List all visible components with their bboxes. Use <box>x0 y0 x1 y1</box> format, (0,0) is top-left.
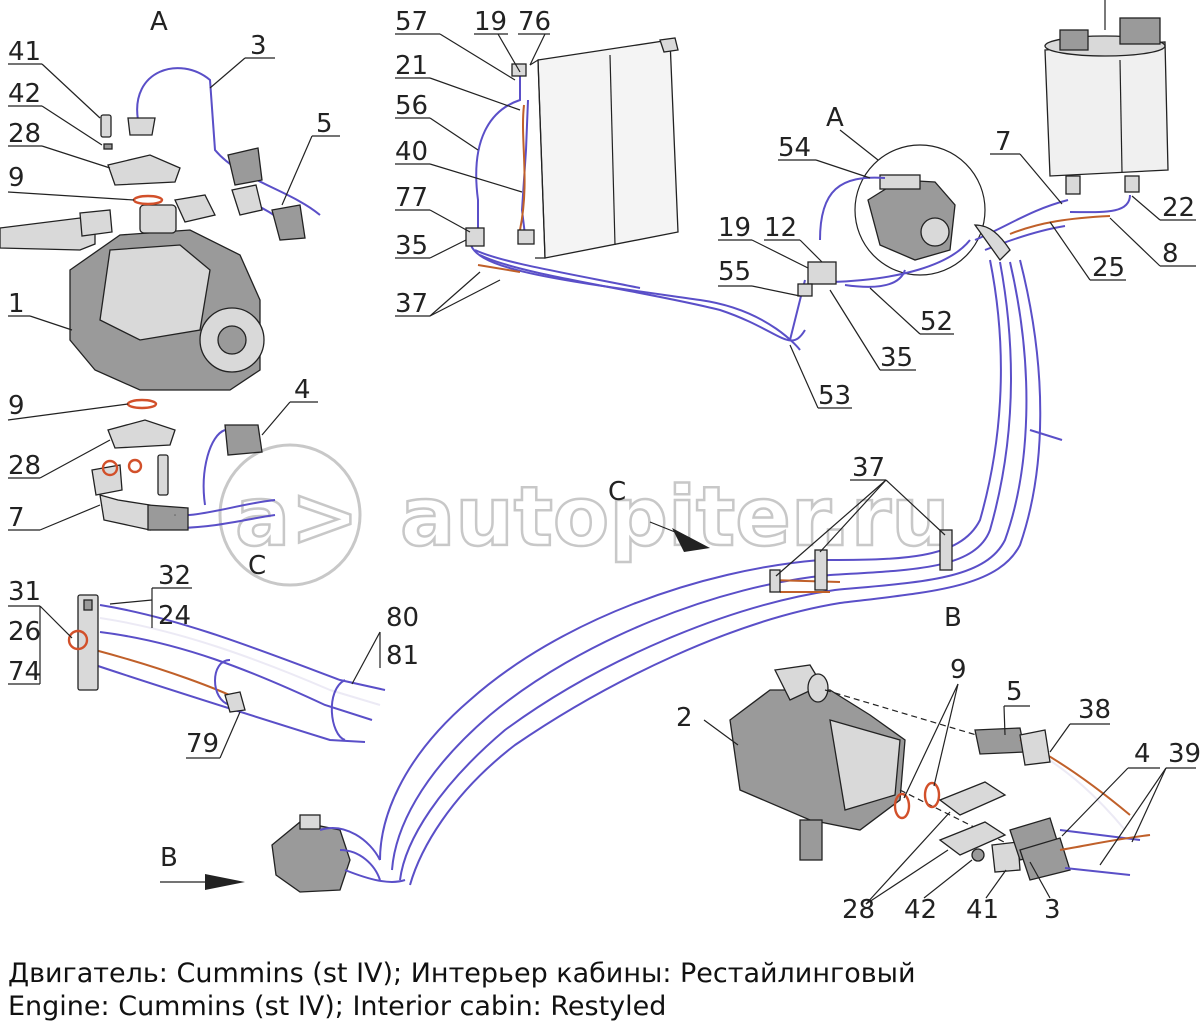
callout-21: 21 <box>395 51 428 81</box>
callout-19-top: 19 <box>474 7 507 37</box>
callout-12: 12 <box>764 213 797 243</box>
callout-4-right: 4 <box>1134 739 1151 769</box>
mid-pump-callouts: A 54 19 12 55 35 53 52 <box>718 103 954 411</box>
left-view-callouts: A 41 42 28 9 1 9 28 7 3 5 4 C <box>7 7 340 581</box>
view-a-label: A <box>150 7 168 37</box>
view-a-right-label: A <box>826 103 844 133</box>
callout-56: 56 <box>395 91 428 121</box>
clamp-view <box>67 594 386 743</box>
callout-7-right: 7 <box>995 127 1012 157</box>
view-b-arrow-label: B <box>160 843 178 873</box>
callout-38: 38 <box>1078 695 1111 725</box>
hydraulic-assembly-diagram: a> autopiter.ru <box>0 0 1200 925</box>
callout-4-left: 4 <box>294 375 311 405</box>
callout-77: 77 <box>395 183 428 213</box>
clamp-view-callouts: 31 26 74 32 24 79 80 81 <box>8 561 419 759</box>
oil-cooler <box>465 37 806 351</box>
callout-81: 81 <box>386 641 419 671</box>
caption-russian: Двигатель: Cummins (st IV); Интерьер каб… <box>8 958 916 989</box>
callout-80: 80 <box>386 603 419 633</box>
callout-32: 32 <box>158 561 191 591</box>
view-a-pump-assembly <box>0 67 321 531</box>
callout-8: 8 <box>1162 239 1179 269</box>
callout-25: 25 <box>1092 253 1125 283</box>
callout-9-top: 9 <box>8 163 25 193</box>
watermark-text: autopiter.ru <box>400 470 950 565</box>
callout-19-mid: 19 <box>718 213 751 243</box>
callout-5-left: 5 <box>316 109 333 139</box>
view-b-right-label: B <box>944 603 962 633</box>
callout-24: 24 <box>158 601 191 631</box>
callout-39: 39 <box>1168 739 1200 769</box>
callout-1: 1 <box>8 289 25 319</box>
callout-42: 42 <box>8 79 41 109</box>
view-b-callouts: B 2 9 5 38 4 39 28 42 41 3 <box>676 603 1200 925</box>
callout-79: 79 <box>186 729 219 759</box>
callout-9-bottom: 9 <box>8 391 25 421</box>
view-c-arrow-label: C <box>608 477 626 507</box>
callout-22: 22 <box>1162 193 1195 223</box>
callout-41-right: 41 <box>966 895 999 925</box>
callout-9-right: 9 <box>950 655 967 685</box>
callout-76: 76 <box>518 7 551 37</box>
right-top-callouts: 7 22 8 25 <box>990 127 1196 283</box>
bottom-pump-assembly: B <box>160 814 406 893</box>
callout-37-middle: 37 <box>852 453 885 483</box>
callout-7-left: 7 <box>8 503 25 533</box>
callout-31: 31 <box>8 577 41 607</box>
callout-74: 74 <box>8 657 41 687</box>
callout-52: 52 <box>920 307 953 337</box>
callout-55: 55 <box>718 257 751 287</box>
callout-53: 53 <box>818 381 851 411</box>
callout-40: 40 <box>395 137 428 167</box>
mid-pump-assembly <box>789 144 986 341</box>
callout-35-top: 35 <box>395 231 428 261</box>
callout-42-right: 42 <box>904 895 937 925</box>
top-middle-callouts: 57 19 76 21 56 40 77 35 37 <box>395 7 551 319</box>
hydraulic-tank <box>974 0 1169 251</box>
caption-english: Engine: Cummins (st IV); Interior cabin:… <box>8 991 667 1022</box>
callout-41: 41 <box>8 37 41 67</box>
callout-37-top: 37 <box>395 289 428 319</box>
callout-5-right: 5 <box>1006 677 1023 707</box>
main-hose-bundle <box>379 224 1063 886</box>
callout-28-top: 28 <box>8 119 41 149</box>
callout-35-mid: 35 <box>880 343 913 373</box>
callout-2: 2 <box>676 703 693 733</box>
view-c-label: C <box>248 551 266 581</box>
callout-28-bottom: 28 <box>8 451 41 481</box>
view-b-pump-assembly <box>729 664 1151 881</box>
middle-callouts: 37 C <box>608 453 946 577</box>
watermark-logo-glyph: a> <box>235 470 359 565</box>
callout-3-right: 3 <box>1044 895 1061 925</box>
callout-26: 26 <box>8 617 41 647</box>
callout-54: 54 <box>778 133 811 163</box>
callout-57: 57 <box>395 7 428 37</box>
watermark: a> autopiter.ru <box>218 443 951 587</box>
callout-3-top: 3 <box>250 31 267 61</box>
